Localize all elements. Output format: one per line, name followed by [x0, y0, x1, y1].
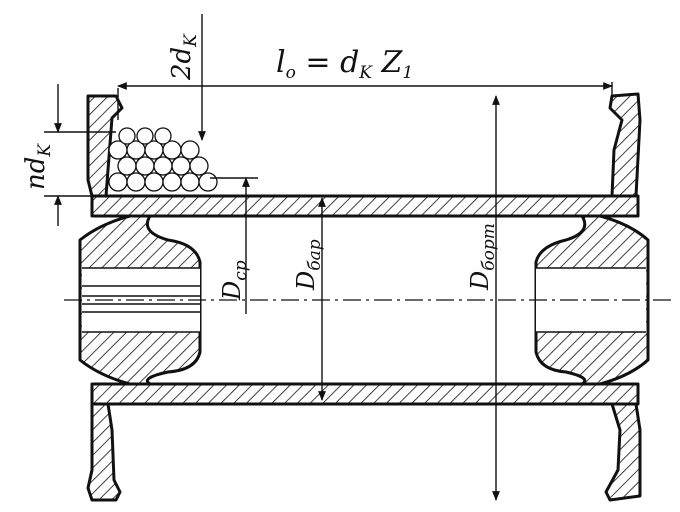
label-dbar: Dбар [292, 239, 325, 291]
label-dbort: Dборт [466, 223, 499, 291]
label-ndk: ndK [21, 143, 55, 190]
label-l0-formula: lo = dK Z1 [276, 45, 413, 83]
rope-coils [108, 127, 218, 192]
dimension-dcp [210, 177, 258, 314]
svg-text:Dборт: Dборт [466, 223, 499, 291]
label-2dk: 2dK [167, 33, 201, 81]
svg-text:Dср: Dср [218, 260, 251, 301]
label-dcp: Dср [218, 260, 251, 301]
svg-text:ndK: ndK [21, 143, 55, 190]
left-flange [86, 94, 124, 502]
svg-text:Dбар: Dбар [292, 239, 325, 291]
svg-text:lo = dK Z1: lo = dK Z1 [276, 45, 413, 83]
svg-text:2dK: 2dK [167, 33, 201, 81]
drum-shell [90, 194, 640, 406]
dimension-ndk [44, 84, 116, 226]
dimension-l0 [117, 82, 613, 120]
